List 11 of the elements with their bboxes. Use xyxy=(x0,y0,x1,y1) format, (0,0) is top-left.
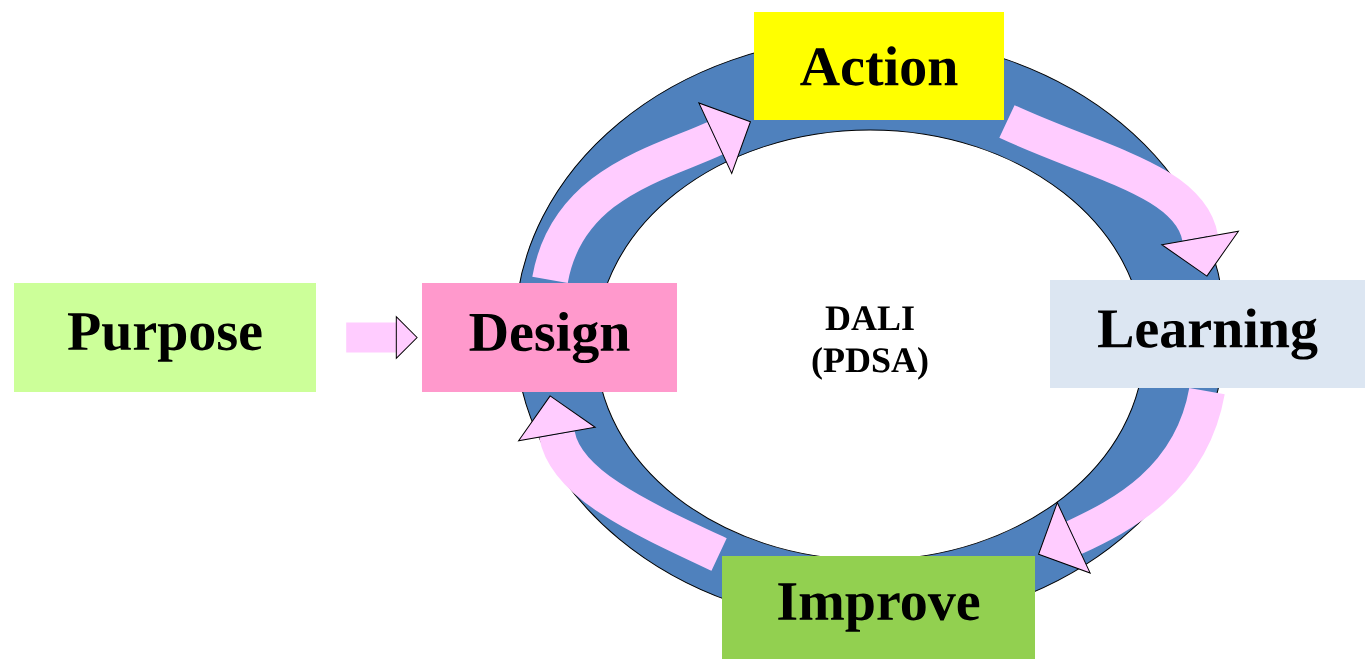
label-box: Learning xyxy=(1050,280,1365,388)
block-arrow xyxy=(518,395,727,571)
block-arrow xyxy=(346,316,418,359)
block-arrow xyxy=(532,102,751,285)
label-box: Action xyxy=(754,12,1004,120)
label-box: Improve xyxy=(722,556,1035,659)
label-box: Design xyxy=(422,283,677,392)
block-arrow xyxy=(999,105,1239,277)
block-arrow xyxy=(1038,387,1225,574)
center-label: DALI (PDSA) xyxy=(812,306,928,380)
label-box: Purpose xyxy=(14,283,316,392)
